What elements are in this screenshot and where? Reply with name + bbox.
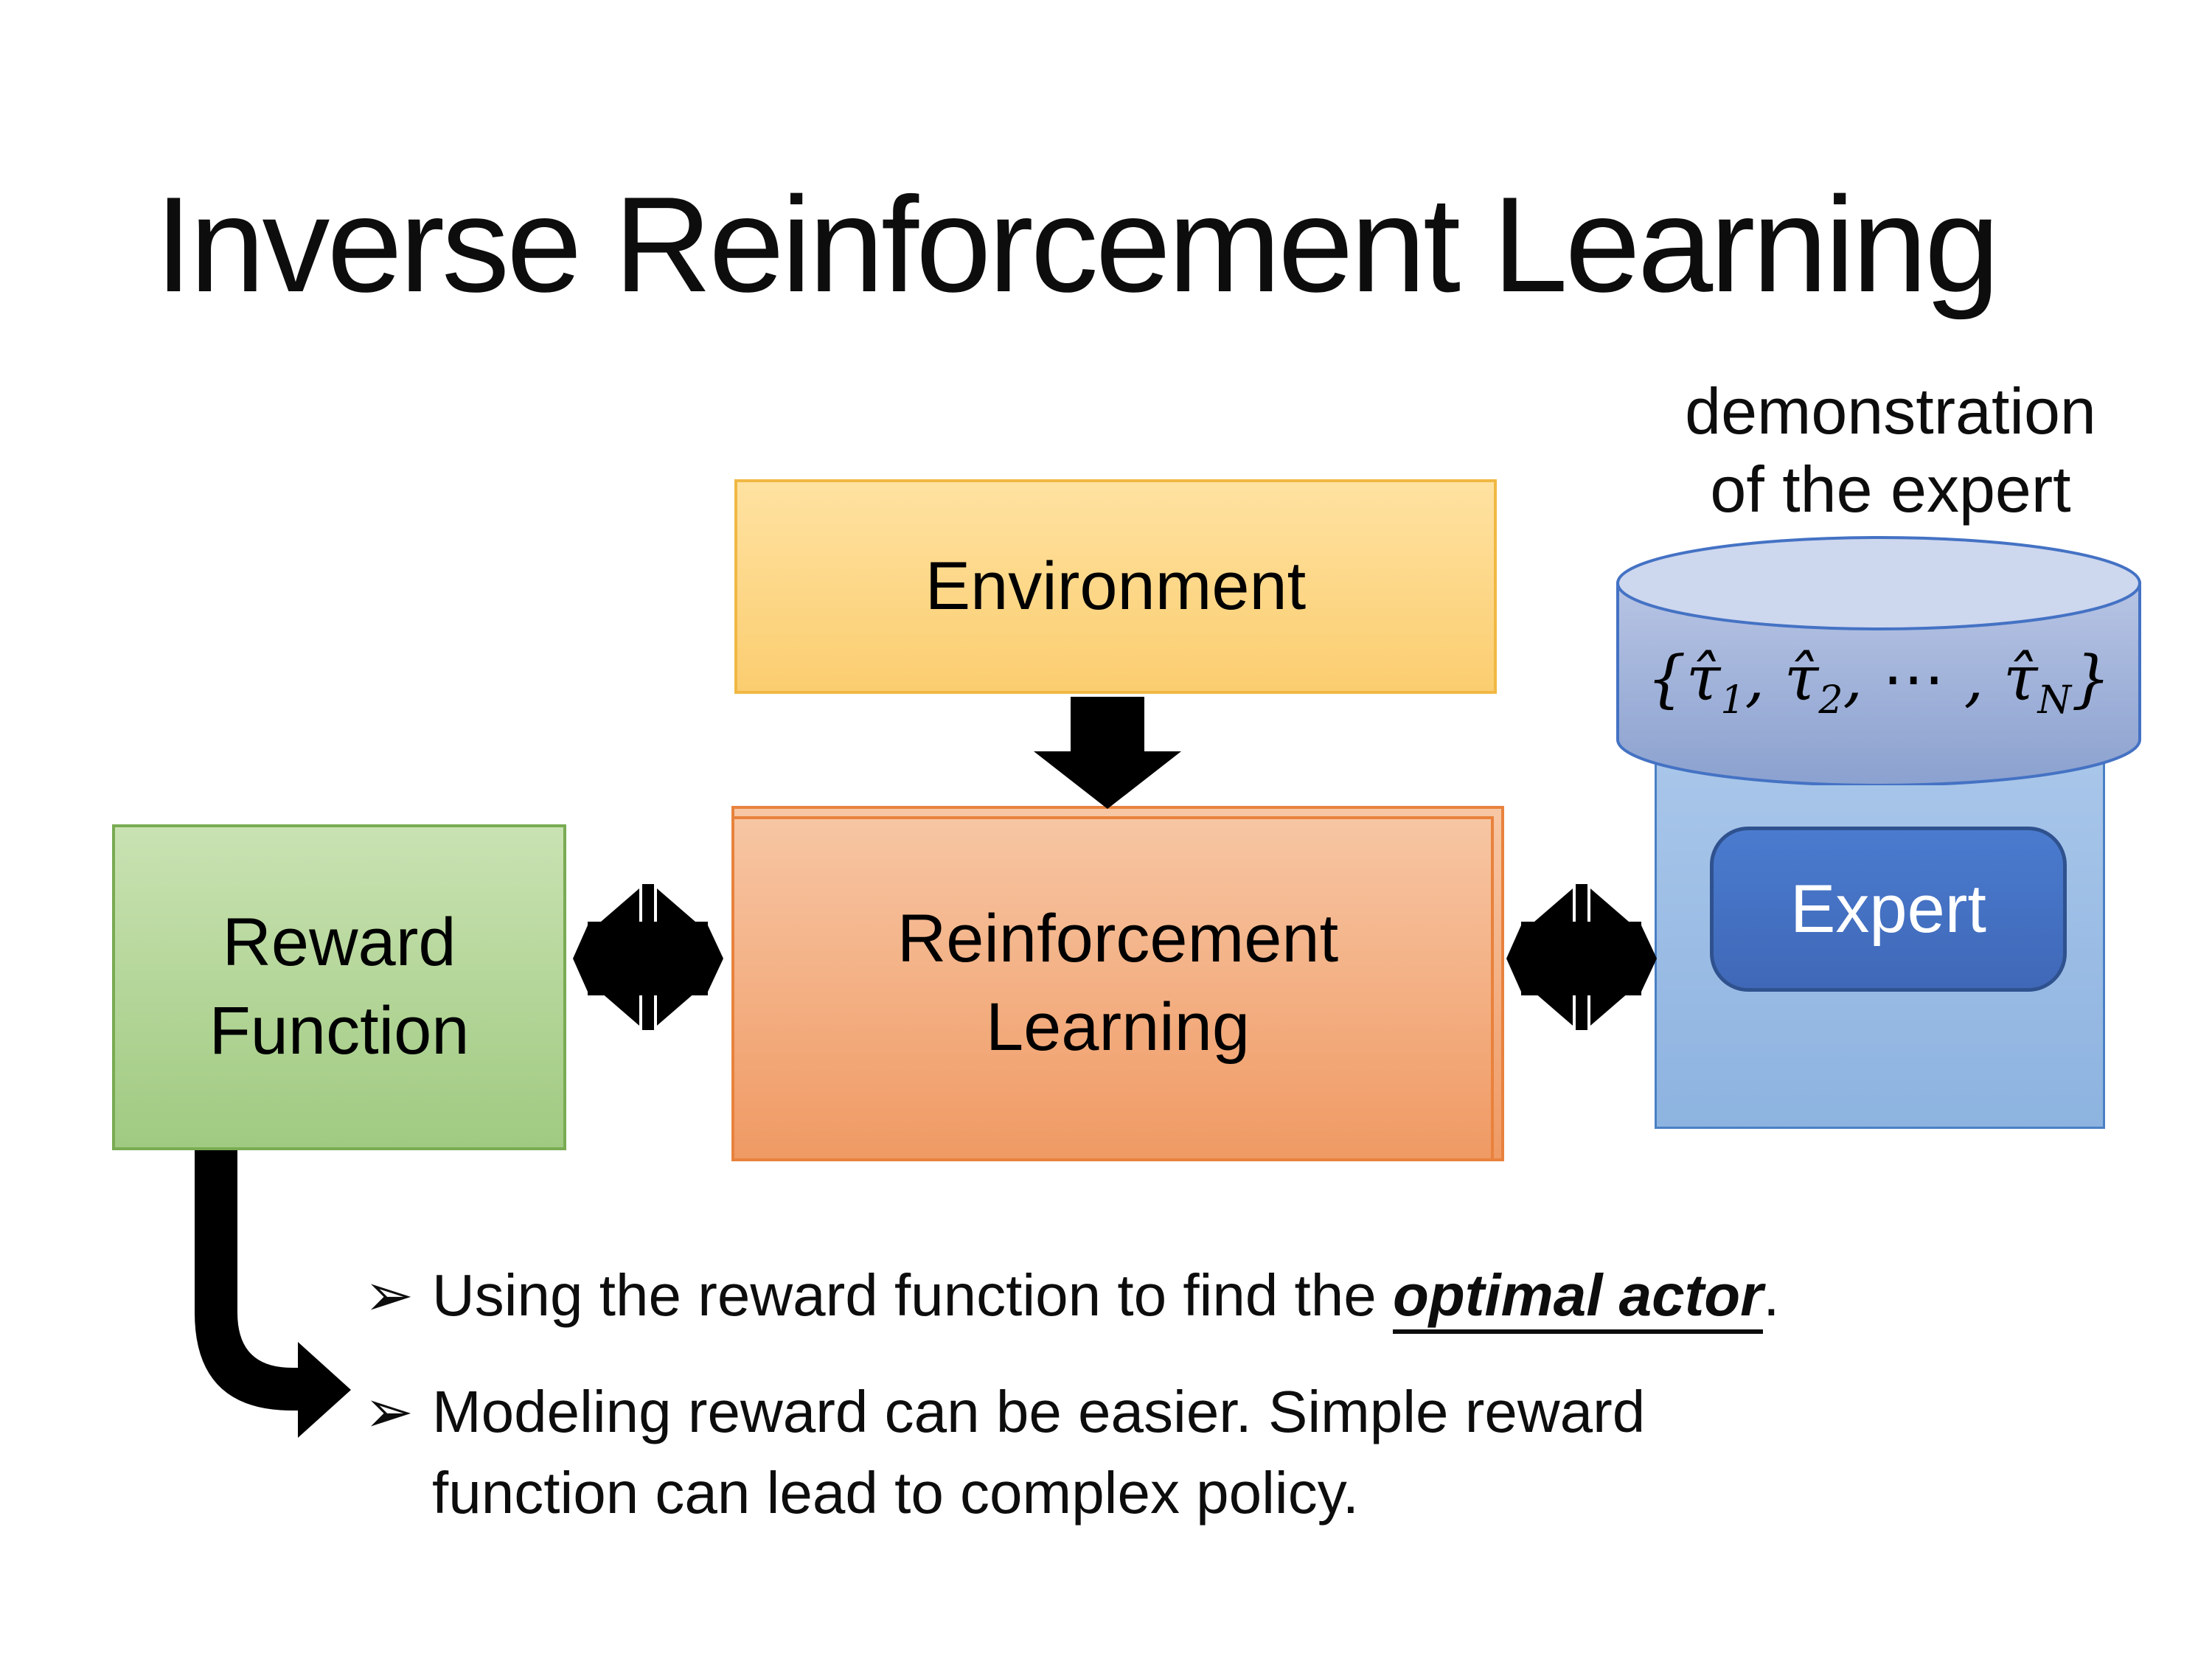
reward-function-box: Reward Function	[112, 824, 566, 1150]
reward-function-label: Reward Function	[209, 905, 470, 1068]
double-arrow-left-icon	[573, 884, 723, 1030]
bullet-list: ➢ Using the reward function to find the …	[364, 1255, 2075, 1534]
arrow-bullet-icon: ➢	[364, 1377, 414, 1446]
demonstration-label-line2: of the expert	[1710, 452, 2071, 526]
expert-label: Expert	[1790, 871, 1986, 947]
double-arrow-right-icon	[1506, 884, 1657, 1030]
bullet-1-text: Using the reward function to find the op…	[432, 1255, 2075, 1336]
optimal-actor-emphasis: optimal actor	[1392, 1262, 1764, 1334]
demonstration-label-line1: demonstration	[1685, 375, 2096, 448]
environment-box: Environment	[734, 479, 1497, 694]
reinforcement-learning-label: Reinforcement Learning	[897, 901, 1339, 1065]
trajectory-formula: {τ̂1, τ̂2, ⋯ , τ̂N}	[1646, 642, 2111, 723]
environment-label: Environment	[925, 548, 1307, 624]
bullet-2: ➢ Modeling reward can be easier. Simple …	[364, 1371, 2075, 1534]
reinforcement-learning-box: Reinforcement Learning	[731, 806, 1504, 1161]
bullet-1: ➢ Using the reward function to find the …	[364, 1255, 2075, 1336]
cylinder-icon	[1616, 536, 2141, 787]
demonstration-label: demonstration of the expert	[1625, 372, 2156, 528]
demonstration-cylinder: {τ̂1, τ̂2, ⋯ , τ̂N}	[1615, 535, 2143, 787]
down-arrow-icon	[1034, 697, 1181, 809]
arrow-bullet-icon: ➢	[364, 1261, 414, 1329]
bent-arrow-icon	[195, 1150, 351, 1438]
expert-box: Expert	[1710, 827, 2067, 992]
page-title: Inverse Reinforcement Learning	[155, 168, 2000, 320]
bullet-2-text: Modeling reward can be easier. Simple re…	[432, 1379, 1646, 1526]
